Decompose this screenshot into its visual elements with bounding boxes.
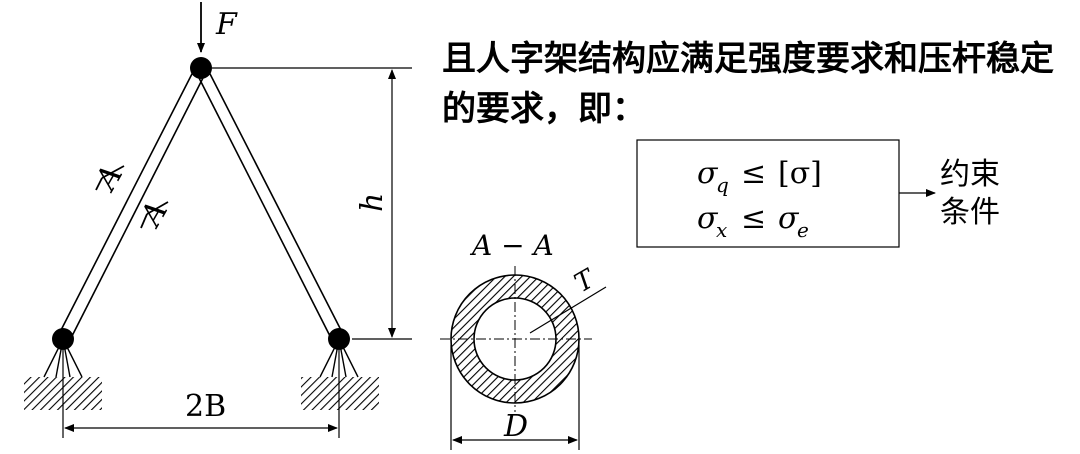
constraint-box <box>636 139 900 248</box>
row1-rel: ≤ <box>741 156 766 191</box>
span-dimension <box>62 350 340 438</box>
row2-rhs-sub: e <box>797 218 809 242</box>
row2-rhs: σ <box>778 201 800 236</box>
section-mark-lines <box>95 165 169 229</box>
center-lines <box>440 266 592 412</box>
section-title: A − A <box>469 229 554 262</box>
right-support <box>301 338 379 410</box>
constraint-label-line2: 条件 <box>940 195 1000 230</box>
thickness-label: T <box>570 264 601 299</box>
row2-lhs-sub: x <box>716 218 727 242</box>
height-dimension <box>212 67 412 340</box>
constraint-label-line1: 约束 <box>940 157 1000 192</box>
constraint-row-1: σ q ≤ [σ] <box>697 156 822 197</box>
diameter-dimension <box>450 345 580 450</box>
row1-lhs-sub: q <box>716 173 729 197</box>
span-label: 2B <box>185 389 226 424</box>
row1-rhs: [σ] <box>778 156 822 191</box>
row2-rel: ≤ <box>741 201 766 236</box>
load-label: F <box>215 7 238 42</box>
left-member <box>57 67 207 341</box>
row2-lhs: σ <box>697 201 719 236</box>
description-line-1: 且人字架结构应满足强度要求和压杆稳定 <box>442 39 1054 79</box>
thickness-pointer <box>529 286 607 334</box>
diameter-label: D <box>503 409 528 444</box>
description-line-2: 的要求，即： <box>442 89 646 129</box>
top-pin-joint <box>190 57 212 79</box>
section-mark-a-right: A <box>132 195 175 234</box>
row1-lhs: σ <box>697 156 719 191</box>
height-label: h <box>355 193 390 212</box>
right-member <box>195 67 345 341</box>
constraint-row-2: σ x ≤ σ e <box>697 201 809 242</box>
